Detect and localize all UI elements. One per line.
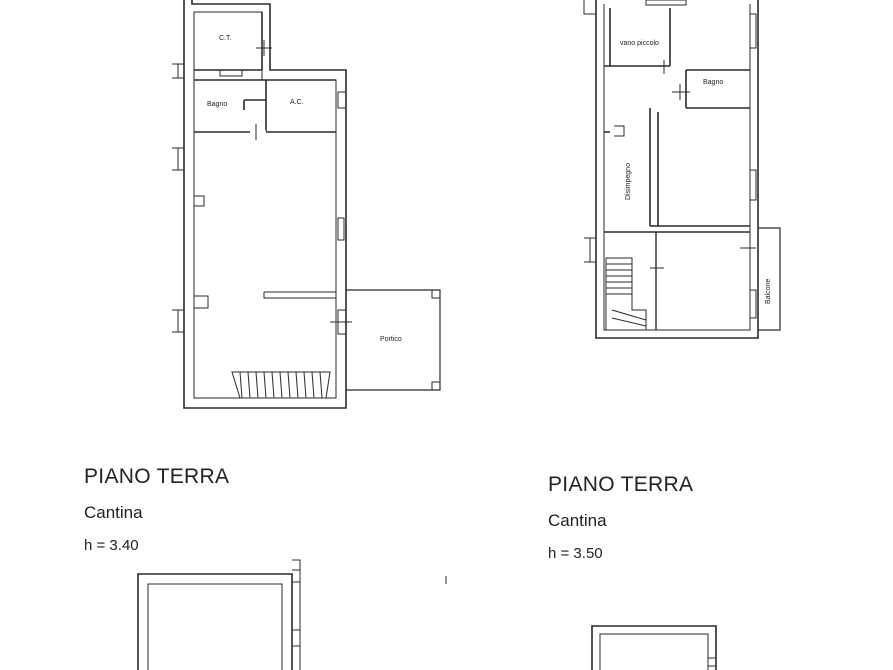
balcone-outline [758, 227, 781, 331]
right-plan-caption: PIANO TERRA Cantina h = 3.50 [548, 473, 693, 562]
room-label-vano-piccolo: vano piccolo [620, 40, 659, 47]
room-label-bagno-left: Bagno [207, 101, 227, 108]
left-staircase [231, 371, 331, 399]
right-staircase [605, 257, 647, 331]
room-label-ct: C.T. [219, 35, 232, 42]
vano-piccolo-walls [604, 8, 671, 67]
room-label-balcone: Balcone [765, 279, 772, 304]
right-plan-outer-wall [595, 0, 759, 339]
room-label-portico: Portico [380, 336, 402, 343]
room-label-disimpegno: Disimpegno [625, 163, 632, 200]
left-plan-title: PIANO TERRA [84, 465, 230, 488]
right-floor-plan [583, 0, 781, 339]
left-plan-caption: PIANO TERRA Cantina h = 3.40 [84, 465, 229, 554]
portico-outline [346, 289, 441, 391]
left-floor-plan [172, 0, 441, 409]
left-cellar-plan [137, 559, 301, 670]
right-plan-inner-wall-line [603, 4, 751, 331]
right-plan-title: PIANO TERRA [548, 473, 694, 496]
left-plan-outer-wall [183, 0, 347, 409]
disimpegno-walls [604, 108, 750, 227]
bagno-right-walls [685, 69, 750, 109]
right-cellar-plan [591, 625, 717, 670]
right-plan-subtitle: Cantina [548, 511, 607, 530]
right-plan-height: h = 3.50 [548, 545, 603, 562]
room-label-bagno-right: Bagno [703, 79, 723, 86]
room-label-ac: A.C. [290, 99, 304, 106]
left-plan-height: h = 3.40 [84, 537, 139, 554]
left-plan-subtitle: Cantina [84, 503, 143, 522]
